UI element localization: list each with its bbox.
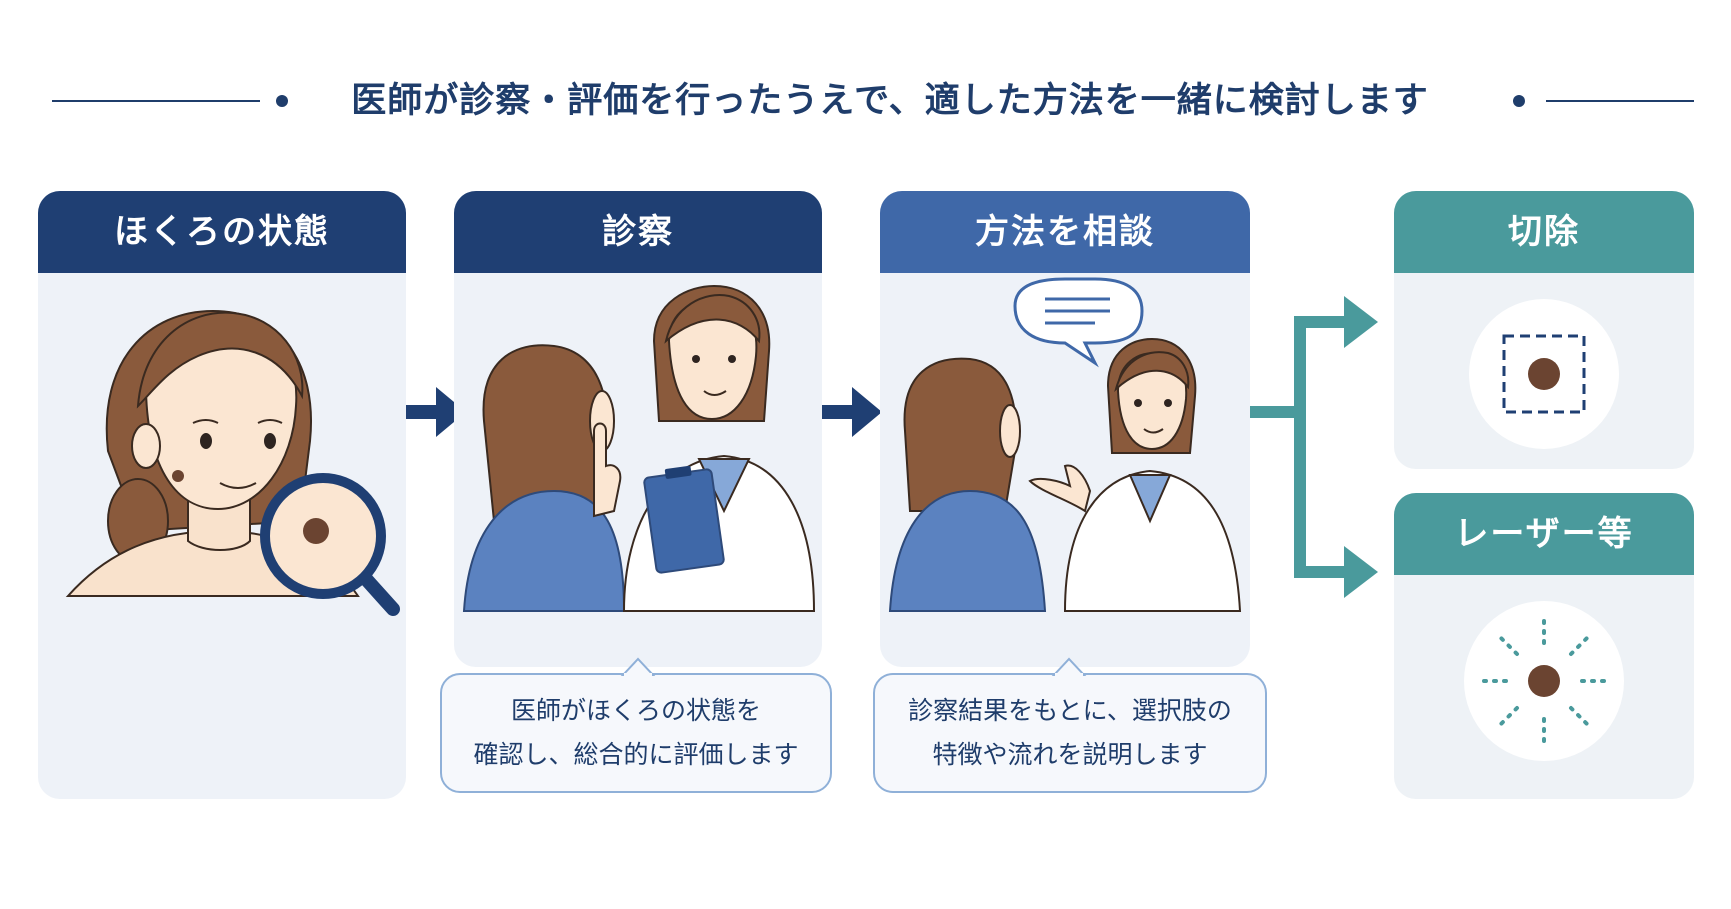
step-title-examination: 診察 xyxy=(454,191,822,273)
option-title-laser: レーザー等 xyxy=(1394,493,1694,575)
arrow-right-icon xyxy=(822,387,882,437)
step-card-consultation: 方法を相談 xyxy=(880,191,1250,667)
option-card-laser: レーザー等 xyxy=(1394,493,1694,799)
caption-examination: 医師がほくろの状態を 確認し、総合的に評価します xyxy=(440,673,832,793)
branch-arrow-icon xyxy=(1250,296,1378,598)
caption-consultation-line-2: 特徴や流れを説明します xyxy=(932,740,1208,769)
title-dot-right xyxy=(1513,95,1525,107)
doctor-explaining-illustration xyxy=(888,277,1242,612)
option-card-excision: 切除 xyxy=(1394,191,1694,469)
caption-tail-consultation xyxy=(1051,657,1087,677)
step-card-examination: 診察 xyxy=(454,191,822,667)
arrow-right-icon xyxy=(406,387,466,437)
caption-examination-line-2: 確認し、総合的に評価します xyxy=(473,740,799,769)
caption-examination-line-1: 医師がほくろの状態を xyxy=(510,696,761,725)
patient-with-magnifier-illustration xyxy=(65,309,400,616)
option-title-excision: 切除 xyxy=(1394,191,1694,273)
step-title-consultation: 方法を相談 xyxy=(880,191,1250,273)
caption-tail-examination xyxy=(620,657,656,677)
title-rule-left xyxy=(52,100,260,102)
excision-mole-icon xyxy=(1469,299,1619,449)
title-dot-left xyxy=(276,95,288,107)
doctor-examining-patient-illustration xyxy=(462,284,816,612)
laser-mole-icon xyxy=(1464,601,1624,761)
caption-consultation: 診察結果をもとに、選択肢の 特徴や流れを説明します xyxy=(873,673,1267,793)
title-rule-right xyxy=(1546,100,1694,102)
step-title-mole-condition: ほくろの状態 xyxy=(38,191,406,273)
page-title: 医師が診察・評価を行ったうえで、適した方法を一緒に検討します xyxy=(351,81,1429,121)
step-card-mole-condition: ほくろの状態 xyxy=(38,191,406,799)
caption-consultation-line-1: 診察結果をもとに、選択肢の xyxy=(908,696,1232,725)
